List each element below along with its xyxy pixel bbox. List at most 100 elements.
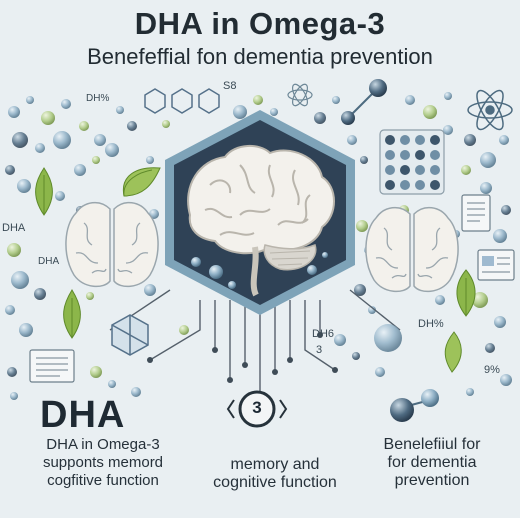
bubble bbox=[179, 325, 189, 335]
leaf-icon bbox=[63, 289, 81, 339]
grid-dot bbox=[415, 165, 425, 175]
bubble bbox=[233, 105, 247, 119]
bubble bbox=[55, 191, 65, 201]
caption-line: cogfitive function bbox=[47, 472, 159, 489]
page-subtitle: Benefeffial fon dementia prevention bbox=[87, 44, 433, 69]
bubble bbox=[7, 243, 21, 257]
grid-dot bbox=[430, 165, 440, 175]
atom-icon bbox=[287, 83, 313, 107]
molecule-icon bbox=[341, 79, 387, 125]
grid-dot bbox=[400, 135, 410, 145]
right-caption: Benelefiiul for for dementia prevention bbox=[362, 436, 502, 490]
bubble bbox=[74, 164, 86, 176]
document-icon bbox=[29, 349, 75, 383]
bubble bbox=[5, 165, 15, 175]
bubble bbox=[19, 323, 33, 337]
bubble bbox=[356, 220, 368, 232]
grid-dot bbox=[430, 135, 440, 145]
grid-dot bbox=[385, 150, 395, 160]
grid-dot bbox=[415, 150, 425, 160]
molecule-icon bbox=[144, 88, 220, 114]
molecule-icon bbox=[111, 314, 149, 356]
small-label: DHA bbox=[38, 256, 60, 267]
bubble bbox=[11, 271, 29, 289]
grid-dot bbox=[400, 150, 410, 160]
bubble bbox=[162, 120, 170, 128]
badge-icon bbox=[226, 390, 288, 428]
bubble bbox=[354, 284, 366, 296]
grid-dot bbox=[400, 180, 410, 190]
grid-dot bbox=[385, 180, 395, 190]
leaf-icon bbox=[444, 331, 462, 373]
bubble bbox=[79, 121, 89, 131]
small-label: 9% bbox=[484, 364, 500, 376]
bubble bbox=[500, 374, 512, 386]
bubble bbox=[368, 306, 376, 314]
dha-heading: DHA bbox=[40, 394, 126, 436]
grid-dot bbox=[400, 165, 410, 175]
bubble bbox=[86, 292, 94, 300]
bubble bbox=[480, 152, 496, 168]
brain-icon bbox=[187, 145, 335, 297]
bubble bbox=[5, 305, 15, 315]
grid-dot bbox=[415, 135, 425, 145]
bubble bbox=[61, 99, 71, 109]
bubble bbox=[334, 334, 346, 346]
caption-line: DHA in Omega-3 bbox=[46, 436, 160, 453]
bubble bbox=[270, 108, 278, 116]
bubble bbox=[314, 112, 326, 124]
bubble bbox=[444, 92, 452, 100]
caption-line: supponts memord bbox=[42, 454, 164, 471]
document-icon bbox=[461, 194, 491, 232]
hexagon-bubbles bbox=[191, 252, 328, 289]
leaf-icon bbox=[122, 167, 161, 197]
molecule-cluster bbox=[374, 324, 439, 422]
bubble bbox=[501, 205, 511, 215]
bubble bbox=[127, 121, 137, 131]
bubble bbox=[116, 106, 124, 114]
bubble bbox=[332, 96, 340, 104]
molecule-field bbox=[5, 92, 512, 400]
grid-dot bbox=[415, 180, 425, 190]
caption-line: prevention bbox=[394, 472, 470, 489]
bubble bbox=[90, 366, 102, 378]
bubble bbox=[26, 96, 34, 104]
brain-icon bbox=[365, 206, 459, 293]
atom-icon bbox=[467, 89, 513, 131]
grid-dot bbox=[430, 150, 440, 160]
bubble bbox=[472, 292, 488, 308]
bubble bbox=[34, 288, 46, 300]
bubble bbox=[8, 106, 20, 118]
bubble bbox=[347, 135, 357, 145]
bubble bbox=[435, 295, 445, 305]
brain-icon bbox=[65, 201, 159, 288]
caption-line: for dementia bbox=[387, 454, 477, 471]
leaf-icon bbox=[456, 269, 476, 317]
bubble bbox=[131, 387, 141, 397]
bubble bbox=[144, 284, 156, 296]
small-label: DH% bbox=[418, 318, 444, 330]
small-label: DH6 bbox=[312, 328, 335, 340]
connector-dots bbox=[147, 332, 338, 398]
middle-caption: memory and cognitive function bbox=[200, 456, 350, 492]
small-label: 3 bbox=[316, 344, 323, 356]
bubble bbox=[405, 95, 415, 105]
page-title: DHA in Omega-3 bbox=[134, 6, 386, 41]
bubble bbox=[493, 229, 507, 243]
bubble bbox=[53, 131, 71, 149]
bubble bbox=[253, 95, 263, 105]
bubble bbox=[461, 165, 471, 175]
bubble bbox=[35, 143, 45, 153]
leaf-icon bbox=[35, 167, 53, 216]
bubble bbox=[360, 156, 368, 164]
caption-line: cognitive function bbox=[213, 474, 337, 491]
bubble bbox=[494, 316, 506, 328]
small-label: S8 bbox=[223, 80, 237, 92]
small-label: DH% bbox=[86, 93, 110, 104]
bubble bbox=[94, 134, 106, 146]
document-icon bbox=[477, 249, 515, 281]
grid-dot bbox=[430, 180, 440, 190]
bubble bbox=[17, 179, 31, 193]
